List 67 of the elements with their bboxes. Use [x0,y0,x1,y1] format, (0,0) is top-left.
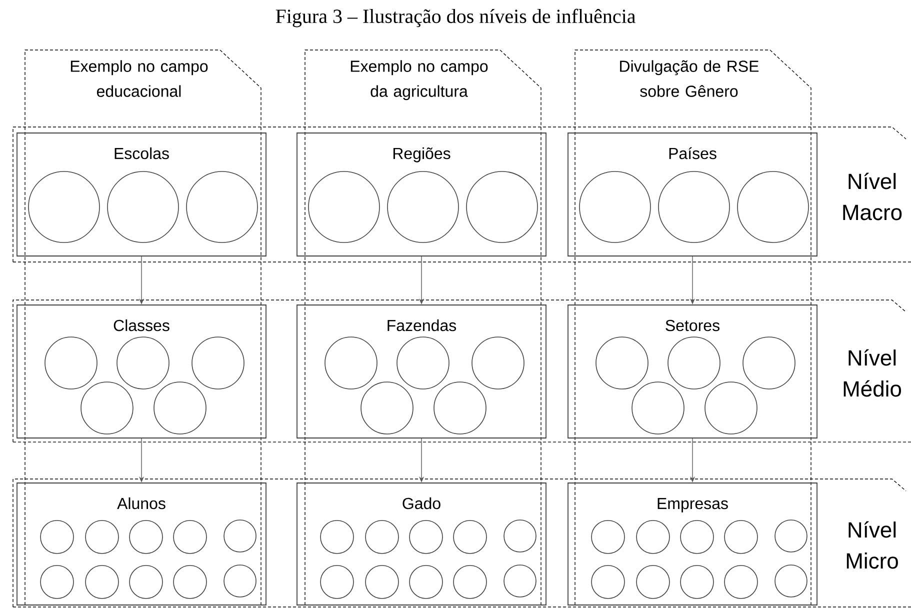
circle [680,565,714,599]
circle [186,171,258,243]
circle [28,171,100,243]
column-heading: Divulgação de RSE sobre Gênero [620,60,759,97]
circle [636,520,670,554]
group-box: Setores [568,304,818,438]
circle [80,382,134,434]
circle [40,520,74,554]
circle [472,336,524,390]
circle [453,565,487,599]
group-box: Alunos [16,482,266,606]
circle [365,520,399,554]
circle [453,520,487,554]
circle [591,565,625,599]
circle [387,171,459,243]
circle [680,520,714,554]
circle [724,520,758,554]
circle [579,171,651,243]
circle [396,336,450,390]
circle [724,565,758,599]
group-box: Países [568,132,818,256]
circle [40,565,74,599]
group-box: Fazendas [296,304,546,438]
circle [360,382,414,434]
circle [308,171,380,243]
column-heading: Exemplo no campo da agricultura [350,60,488,100]
circle [129,565,163,599]
circle [85,520,119,554]
group-box: Gado [296,482,546,606]
circle [591,520,625,554]
circle [434,382,486,434]
circle [704,382,758,434]
group-box: Classes [16,304,266,438]
circle [409,520,443,554]
group-box: Escolas [16,132,266,256]
circle [320,520,354,554]
circle [774,564,808,598]
circle [365,565,399,599]
group-box: Regiões [296,132,546,256]
circle [224,520,256,552]
circle [129,520,163,554]
circle [632,382,684,434]
figure-title: Figura 3 – Ilustração dos níveis de influência [276,8,636,28]
circle [44,336,98,390]
circle [504,520,536,552]
circle [320,565,354,599]
circle [116,336,170,390]
circle [742,336,796,390]
circle [636,565,670,599]
circle [224,564,256,598]
circle [409,565,443,599]
column-heading: Exemplo no campo educacional [70,60,208,97]
circle [504,564,536,598]
circle [192,336,244,390]
circle [774,520,808,552]
circle [596,336,648,390]
circle [85,565,119,599]
circle [668,336,720,390]
circle [737,171,809,243]
group-box: Empresas [568,482,818,606]
circle [154,382,206,434]
circle [173,520,207,554]
circle [173,565,207,599]
circle [466,171,538,243]
circle [324,336,378,390]
circle [658,171,730,243]
circle [107,171,179,243]
